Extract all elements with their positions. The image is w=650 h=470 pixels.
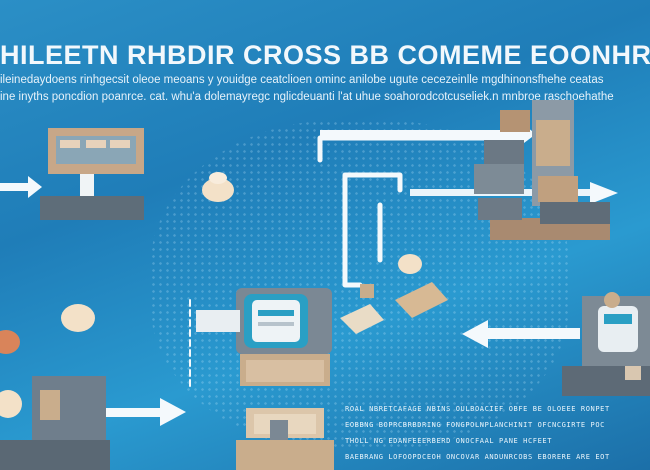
cargo-crate-icon bbox=[474, 100, 610, 240]
connector-loop bbox=[342, 172, 403, 203]
caption-line-3: THOLL NG EDANFEEERBERD ONOCFAAL PANE HCF… bbox=[345, 437, 553, 445]
package-box-icon bbox=[236, 408, 334, 470]
caption-line-2: EOBBNG BOPRCBRBDRING FONGPOLNPLANCHINIT … bbox=[345, 421, 605, 429]
robot-arm-icon bbox=[562, 292, 650, 396]
factory-machine-icon bbox=[40, 128, 144, 220]
arrow-left-icon bbox=[462, 320, 580, 348]
subtitle-line-1: ileinedaydoens rinhgecsit oleoe meoans y… bbox=[0, 74, 604, 86]
caption-line-4: BAEBRANG LOFOOPDCEOH ONCOVAR ANDUNRCOBS … bbox=[345, 453, 610, 461]
cargo-crate-icon bbox=[0, 376, 110, 470]
package-box-icon bbox=[0, 178, 422, 418]
arrow-right-icon bbox=[0, 176, 42, 198]
page-title: HILEETN RHBDIR CROSS BB COMEME EOONHRDE bbox=[0, 40, 650, 70]
robot-arm-icon bbox=[196, 288, 332, 386]
caption-line-1: ROAL NBRETCAFAGE NBINS OULBOACIEF OBFE B… bbox=[345, 405, 610, 413]
subtitle-line-2: ine inyths poncdion poanrce. cat. whu'a … bbox=[0, 91, 614, 103]
connector-down bbox=[342, 197, 363, 288]
package-box-icon bbox=[340, 282, 448, 334]
pin-marker-icon bbox=[0, 330, 20, 354]
